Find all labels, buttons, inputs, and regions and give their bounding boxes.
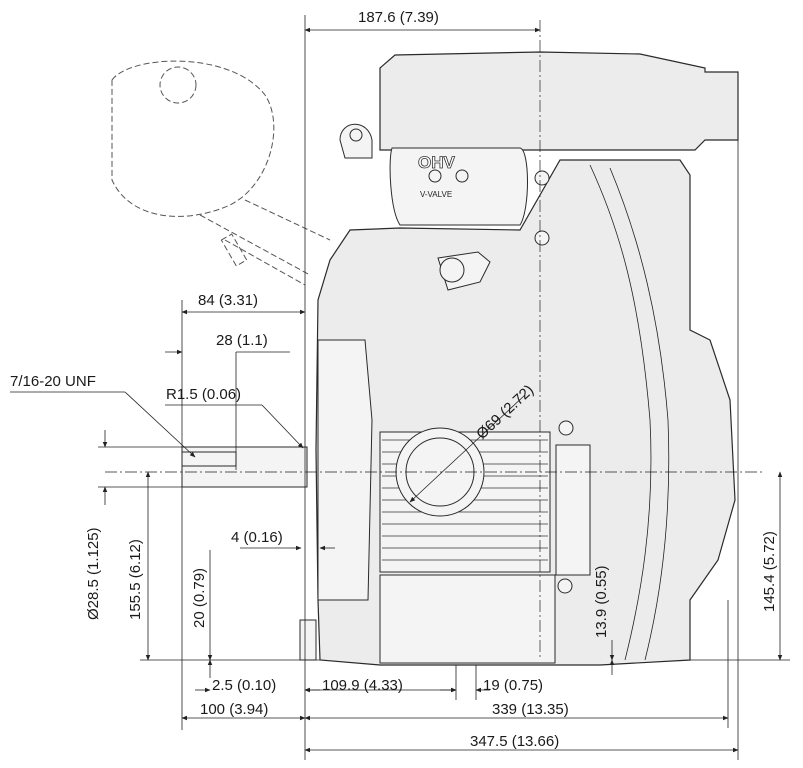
dim-339: 339 (13.35) xyxy=(492,701,569,718)
v-valve-label: V-VALVE xyxy=(420,190,452,199)
dim-height-20: 20 (0.79) xyxy=(191,568,208,628)
dim-4: 4 (0.16) xyxy=(231,529,283,546)
dim-100: 100 (3.94) xyxy=(200,701,268,718)
muffler-outline xyxy=(111,60,331,286)
dim-height-145: 145.4 (5.72) xyxy=(761,531,778,612)
dim-2-5: 2.5 (0.10) xyxy=(212,677,276,694)
dim-shaft-84: 84 (3.31) xyxy=(198,292,258,309)
dim-19: 19 (0.75) xyxy=(483,677,543,694)
dim-height-155: 155.5 (6.12) xyxy=(127,539,144,620)
dim-347-5: 347.5 (13.66) xyxy=(470,733,559,750)
ohv-label: OHV xyxy=(418,153,456,172)
dim-shaft-diameter: Ø28.5 (1.125) xyxy=(85,527,102,620)
dim-radius: R1.5 (0.06) xyxy=(166,386,241,403)
dim-thread: 7/16-20 UNF xyxy=(10,373,96,390)
dim-top-width: 187.6 (7.39) xyxy=(358,9,439,26)
dim-shaft-28: 28 (1.1) xyxy=(216,332,268,349)
engine-body: OHV V-VALVE xyxy=(299,51,739,666)
dim-13-9: 13.9 (0.55) xyxy=(593,565,610,638)
crankshaft xyxy=(181,446,308,488)
dimension-lines xyxy=(10,15,790,760)
dim-109-9: 109.9 (4.33) xyxy=(322,677,403,694)
